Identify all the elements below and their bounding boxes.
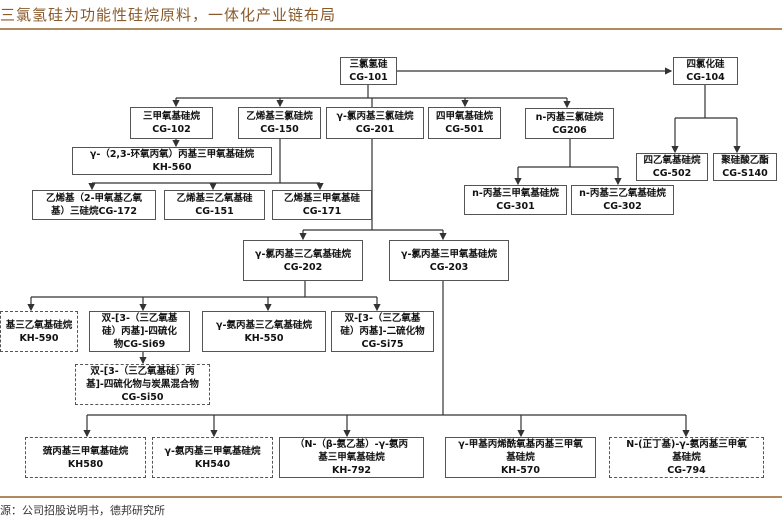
- node-cg201: γ-氯丙基三氯硅烷 CG-201: [326, 107, 424, 139]
- node-cg172: 乙烯基（2-甲氧基乙氧 基）三硅烷CG-172: [32, 190, 156, 220]
- figure-title: 三氯氢硅为功能性硅烷原料，一体化产业链布局: [0, 6, 337, 24]
- node-cgs169: 双-[3-（三乙氧基 硅）丙基]-四硫化 物CG-Si69: [89, 311, 190, 352]
- node-cg794: N-(正丁基)-γ-氨丙基三甲氧 基硅烷 CG-794: [609, 437, 764, 478]
- title-divider: [0, 28, 782, 30]
- node-cg501: 四甲氧基硅烷 CG-501: [428, 107, 501, 139]
- node-cg206: n-丙基三氯硅烷 CG206: [525, 108, 614, 139]
- node-kh580: 巯丙基三甲氧基硅烷 KH580: [25, 437, 146, 478]
- node-cg301: n-丙基三甲氧基硅烷 CG-301: [464, 185, 567, 215]
- node-kh570: γ-甲基丙烯酰氧基丙基三甲氧 基硅烷 KH-570: [445, 437, 596, 478]
- footer-divider: [0, 496, 782, 498]
- node-cg104: 四氯化硅 CG-104: [673, 57, 738, 85]
- node-cg102: 三甲氧基硅烷 CG-102: [130, 107, 213, 139]
- node-cgs140: 聚硅酸乙酯 CG-S140: [713, 153, 777, 181]
- node-cg203: γ-氯丙基三甲氧基硅烷 CG-203: [389, 240, 509, 281]
- node-kh550: γ-氨丙基三乙氧基硅烷 KH-550: [202, 311, 326, 352]
- node-kh540: γ-氨丙基三甲氧基硅烷 KH540: [152, 437, 273, 478]
- node-kh792: （N-（β-氨乙基）-γ-氨丙 基三甲氧基硅烷 KH-792: [279, 437, 424, 478]
- node-cg171: 乙烯基三甲氧基硅 CG-171: [272, 190, 372, 220]
- node-cg302: n-丙基三乙氧基硅烷 CG-302: [571, 185, 674, 215]
- node-cg502: 四乙氧基硅烷 CG-502: [636, 153, 708, 181]
- node-cg202: γ-氯丙基三乙氧基硅烷 CG-202: [243, 240, 363, 281]
- node-kh590: 基三乙氧基硅烷 KH-590: [0, 311, 78, 352]
- node-cg150: 乙烯基三氯硅烷 CG-150: [238, 107, 321, 139]
- source-note: 源：公司招股说明书，德邦研究所: [0, 504, 165, 517]
- node-cgs175: 双-[3-（三乙氧基 硅）丙基]-二硫化物 CG-Si75: [331, 311, 434, 352]
- node-cgs150: 双-[3-（三乙氧基硅）丙 基]-四硫化物与炭黑混合物 CG-Si50: [75, 364, 210, 405]
- node-cg101: 三氯氢硅 CG-101: [340, 57, 397, 85]
- node-cg151: 乙烯基三乙氧基硅 CG-151: [164, 190, 265, 220]
- node-kh560: γ-（2,3-环氧丙氧）丙基三甲氧基硅烷 KH-560: [72, 147, 272, 175]
